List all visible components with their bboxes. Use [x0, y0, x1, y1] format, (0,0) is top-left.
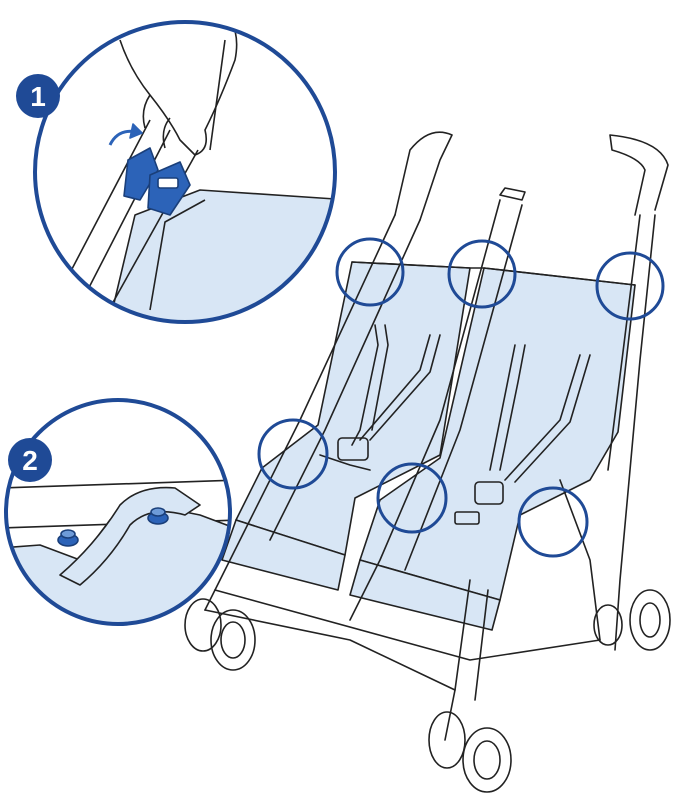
frame-center-a: [349, 199, 501, 621]
frame-center-b: [404, 204, 523, 571]
frame-right-inner: [607, 214, 641, 471]
harness-left: [319, 324, 441, 471]
footrest-left: [221, 519, 346, 591]
handle-right: [609, 134, 669, 216]
callout-1: [33, 20, 337, 324]
detail-circle-mid-right: [517, 486, 589, 558]
stroller: [184, 131, 671, 793]
frame-left-outer: [204, 214, 396, 611]
frame-left-inner: [269, 219, 421, 541]
step-badge-2: 2: [8, 438, 52, 482]
detail-circle-mid-center: [376, 462, 448, 534]
step-badge-1: 1: [16, 74, 60, 118]
harness-right: [454, 344, 591, 525]
step-number-1: 1: [30, 81, 46, 112]
frame-right-outer: [614, 214, 656, 651]
step-number-2: 2: [22, 445, 38, 476]
footrest-right: [349, 559, 501, 631]
wheel-front-left: [184, 598, 256, 671]
frame-cross-bar: [204, 609, 456, 691]
detail-circle-mid-left: [257, 418, 329, 490]
frame-front-leg-b: [474, 589, 489, 701]
wheel-rear-right: [593, 589, 671, 651]
detail-circle-top-left: [335, 237, 405, 307]
detail-circle-top-center: [447, 239, 517, 309]
frame-cross-bar-b: [214, 589, 601, 661]
handle-center: [499, 187, 526, 201]
detail-circle-top-right: [595, 251, 665, 321]
wheel-front-center: [428, 711, 512, 793]
canopy-bar: [351, 261, 636, 286]
handle-left: [394, 131, 453, 221]
callout-2: [4, 398, 232, 626]
frame-rear-leg: [559, 479, 601, 641]
